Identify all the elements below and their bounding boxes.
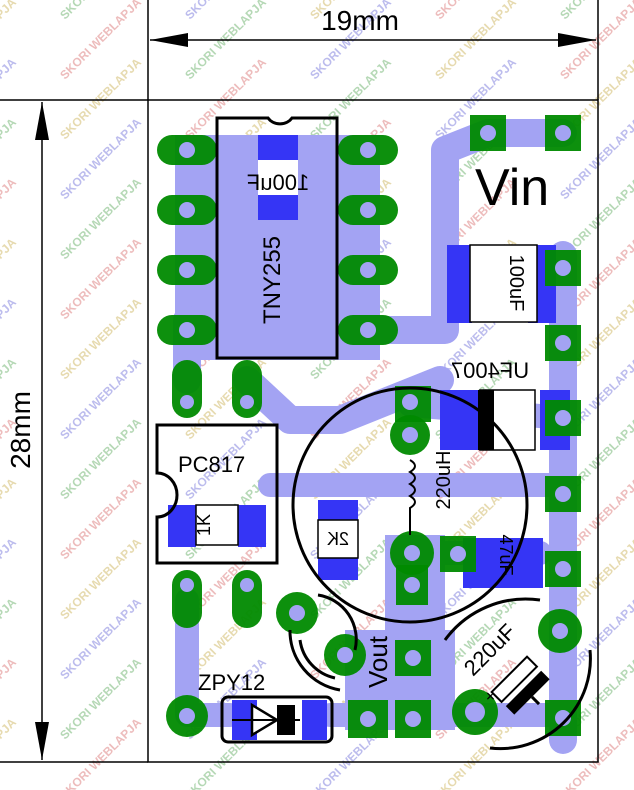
dimension-height: 28mm <box>0 99 148 763</box>
resistor-1-label: 1K <box>194 514 214 536</box>
inductor-label: 220uH <box>433 451 455 510</box>
arrow-down-icon <box>35 722 49 760</box>
height-label: 28mm <box>5 391 36 469</box>
width-label: 19mm <box>321 5 399 36</box>
through-hole-pads <box>157 115 582 738</box>
cap-small-label: 47uF <box>496 534 516 575</box>
inductor-outline <box>291 386 529 624</box>
arrow-right-icon <box>558 33 596 47</box>
inductor-symbol <box>408 459 416 535</box>
ic-outline <box>215 116 339 360</box>
watermark-text: SKORI WEBLAPJA <box>0 715 19 790</box>
zener-diode-icon <box>232 702 300 738</box>
board-outline <box>147 99 599 763</box>
optocoupler-pads <box>172 360 262 628</box>
dimension-width: 19mm <box>147 0 599 100</box>
round-pads <box>166 415 582 737</box>
arrow-up-icon <box>35 102 49 140</box>
vin-label: Vin <box>475 159 549 217</box>
resistor-2-label: 2K <box>327 529 349 549</box>
zener-label: ZPY12 <box>198 670 265 695</box>
diode-label: UF4007 <box>451 358 529 383</box>
cap-top-label: 100uF <box>247 170 309 195</box>
vout-label: Vout <box>363 635 393 688</box>
optocoupler-outline <box>155 423 279 565</box>
diode-band <box>478 390 494 450</box>
ic-label: TNY255 <box>259 236 286 324</box>
ic-pads <box>157 135 398 345</box>
silkscreen: TNY255 100uF Vin 100uF UF4007 220uH PC81… <box>155 116 592 751</box>
optocoupler-label: PC817 <box>178 452 245 477</box>
square-pads <box>348 115 581 738</box>
arrow-left-icon <box>150 33 188 47</box>
zener-outline <box>220 695 334 744</box>
cap-out-outline <box>443 597 541 641</box>
cap-vin-label: 100uF <box>505 255 527 312</box>
